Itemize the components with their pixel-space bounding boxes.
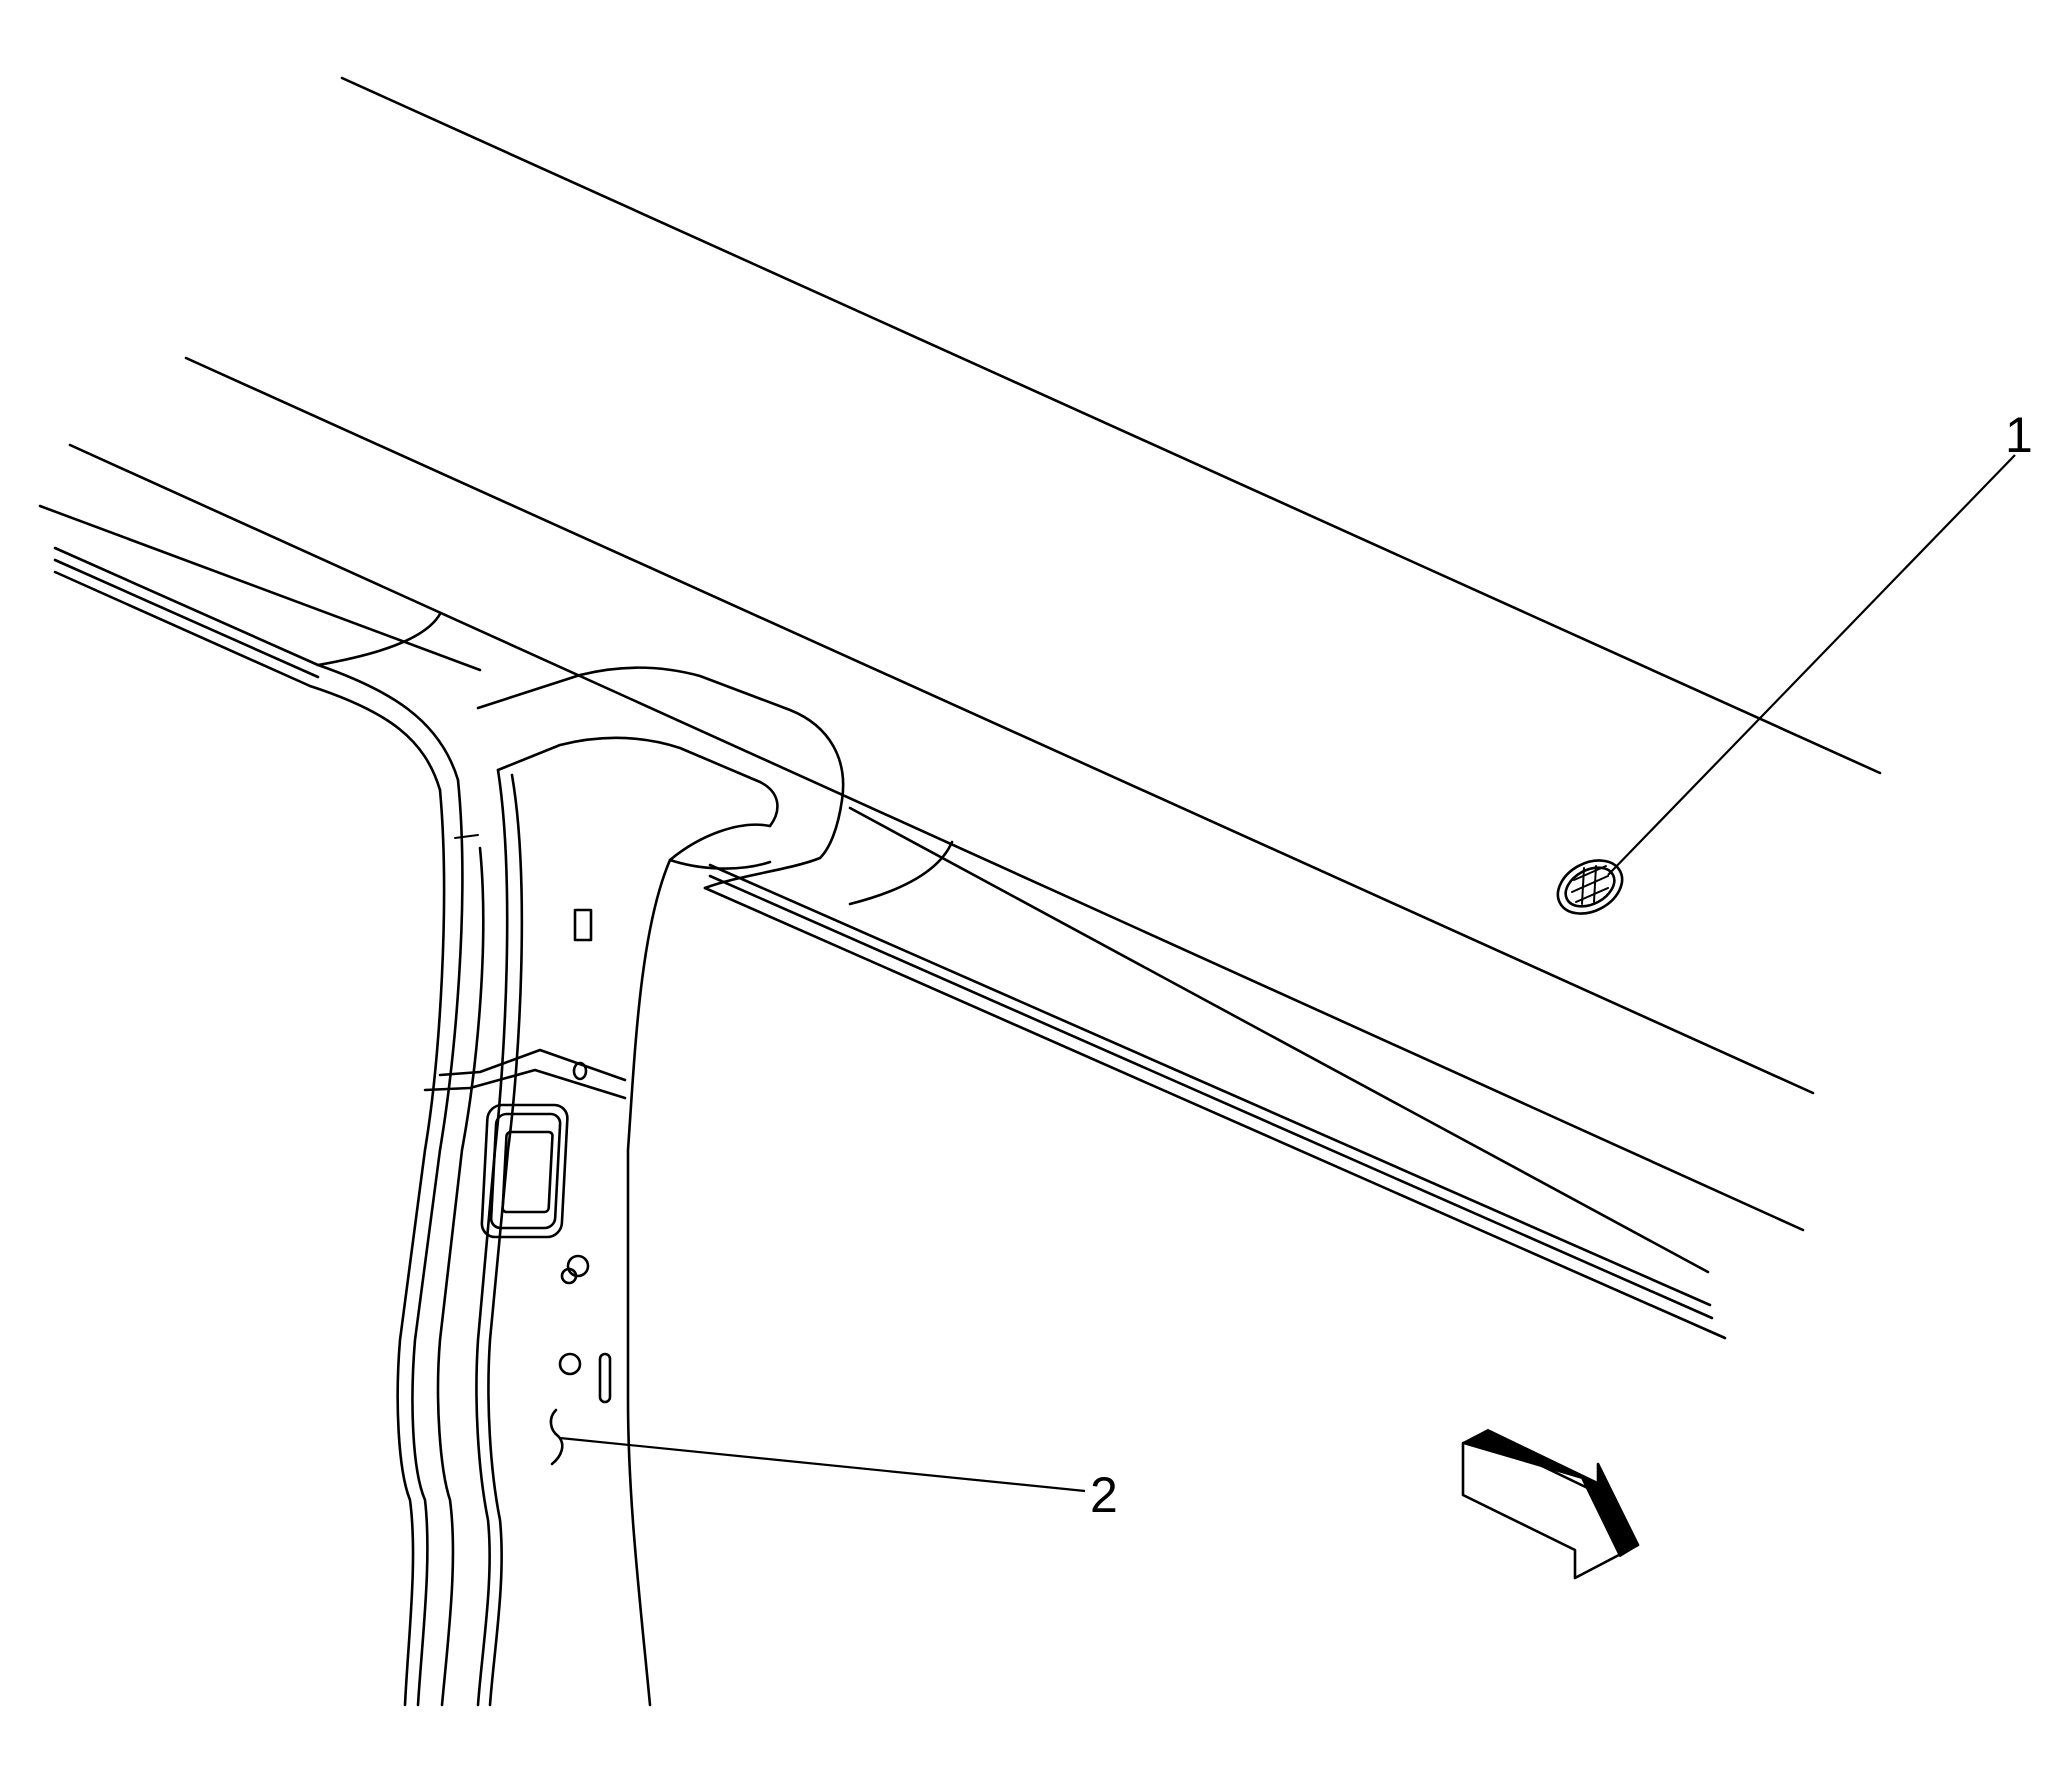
hole-small-b [566,1254,590,1278]
plug-hatch-2 [1571,875,1609,893]
roof-line-2 [184,356,1815,1095]
roof-panel [68,76,1882,1232]
roof-line-3 [68,443,1805,1232]
rail-joint-right [848,840,954,906]
junction-cap-outline [476,666,845,860]
callout-2: 2 [1090,1467,1118,1523]
square-hole [573,908,593,942]
forward-arrow-icon [1461,1429,1640,1580]
pillar-edge-2 [396,788,446,1707]
rail-line-left-d [53,570,312,688]
hole-round [558,1352,582,1376]
latch-pocket [480,1103,569,1239]
pillar-edge-4 [475,768,509,1707]
latch-pocket-outer [480,1103,569,1239]
junction-opening-top [668,823,772,862]
grommet-plug-icon [1556,859,1624,915]
rail-line-left-c [53,558,320,679]
rail-line-right-d [703,886,1727,1340]
rail-line-right-a [848,806,1710,1274]
latch-pocket-middle [489,1112,562,1230]
pillar-junction [476,666,845,890]
small-hole-top [572,1061,588,1081]
leader-line-2 [559,1436,1086,1493]
roof-edge-line [340,76,1882,775]
rail-curve-inner [308,684,442,792]
pillar-edge-1 [411,778,464,1707]
pillar-slot-mark [454,834,479,839]
rail-line-left-b [53,546,320,667]
rail-curve-outer [316,663,460,782]
plug-hatch-1 [1573,865,1607,881]
rail-line-left-a [38,504,482,672]
arrow-shade [1462,1429,1639,1557]
plug-hatch-4 [1581,867,1585,905]
plug-hatch-5 [1593,865,1597,903]
rail-line-right-c [708,874,1714,1320]
latch-pocket-inner [501,1130,554,1214]
rail-joint-left [316,612,442,667]
junction-lip [703,856,822,890]
pillar-joint-top [438,1048,627,1082]
junction-opening-bottom [668,858,772,870]
roof-side-rail [38,504,1727,1340]
pillar-edge-right [626,858,672,1707]
plug-outer [1556,859,1624,915]
junction-cap-inner [496,736,779,828]
clip-icon [549,1408,564,1466]
slot-hole [598,1352,612,1404]
pillar-joint-bottom [423,1068,627,1100]
pillar-details [480,908,612,1466]
pillar-edge-5 [487,773,524,1707]
pillar-edge-3 [436,846,485,1707]
callout-1: 1 [2005,407,2033,463]
plug-inner [1564,866,1616,908]
rail-line-right-b [708,863,1712,1307]
leader-line-1 [1607,454,2016,876]
b-pillar [396,768,672,1707]
